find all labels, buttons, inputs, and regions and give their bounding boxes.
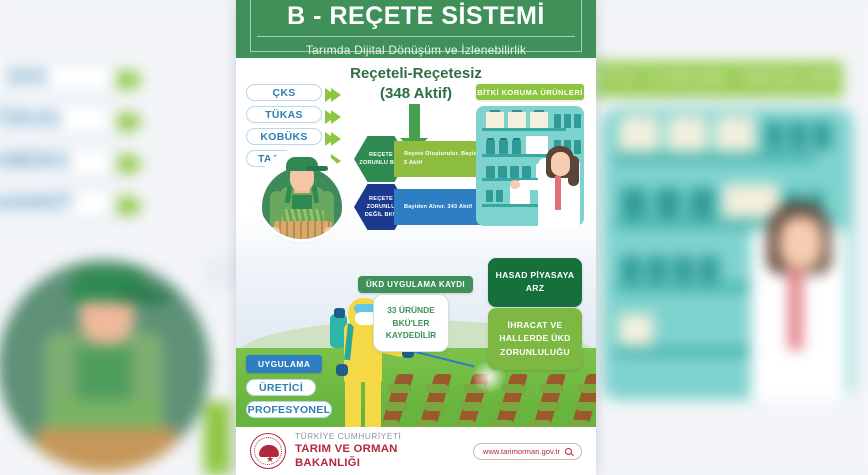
infographic-body: Reçeteli-Reçetesiz (348 Aktif) ÇKS TÜKAS… xyxy=(236,58,596,475)
application-group: UYGULAMA ÜRETİCİ PROFESYONEL xyxy=(246,354,332,423)
ministry-seal-icon: ★ xyxy=(250,433,286,469)
chevron-right-icon xyxy=(325,88,341,102)
chevron-right-icon xyxy=(325,110,341,124)
background-chevron-icon xyxy=(127,68,144,92)
background-right-blurred: BİTKİ KORUMA ÜRÜNLERİ xyxy=(593,0,868,475)
header-divider xyxy=(257,36,575,37)
chevron-right-icon xyxy=(325,132,341,146)
website-chip[interactable]: www.tarimorman.gov.tr xyxy=(472,442,582,460)
shop-banner: BİTKİ KORUMA ÜRÜNLERİ xyxy=(476,84,584,100)
registry-pill-label: TÜKAS xyxy=(265,108,303,121)
republic-label: TÜRKİYE CUMHURİYETİ xyxy=(295,430,402,441)
ukd-record-card: 33 ÜRÜNDE BKÜ'LER KAYDEDİLİR xyxy=(373,294,449,352)
main-title-line2: (348 Aktif) xyxy=(380,85,452,103)
registry-pill-kobuks[interactable]: KOBÜKS xyxy=(246,128,341,146)
background-shop-illustration xyxy=(603,108,853,400)
application-item-label: PROFESYONEL xyxy=(247,403,331,416)
background-pill: ÇKS xyxy=(0,62,116,93)
page-title: B - REÇETE SİSTEMİ xyxy=(287,2,545,30)
infographic-card: B - REÇETE SİSTEMİ Tarımda Dijital Dönüş… xyxy=(236,0,596,475)
ukd-record-banner: ÜKD UYGULAMA KAYDI xyxy=(358,276,474,293)
registry-pill-cks[interactable]: ÇKS xyxy=(246,84,341,102)
application-item-profesyonel[interactable]: PROFESYONEL xyxy=(246,401,332,418)
registry-pill-label: KOBÜKS xyxy=(260,130,308,143)
ministry-label: TARIM VE ORMAN BAKANLIĞI xyxy=(295,442,398,470)
ministry-names: TÜRKİYE CUMHURİYETİ TARIM VE ORMAN BAKAN… xyxy=(295,431,464,472)
background-pill: TÜKAS xyxy=(0,104,116,135)
down-arrow-icon xyxy=(400,104,428,152)
background-chevron-icon xyxy=(127,194,144,218)
search-icon xyxy=(565,447,572,455)
background-chevron-icon xyxy=(127,110,144,134)
shop-scene-illustration xyxy=(476,106,584,226)
background-farmer-illustration xyxy=(0,260,210,472)
main-title-line1: Reçeteli-Reçetesiz xyxy=(350,65,482,82)
plant-protection-products-shop: BİTKİ KORUMA ÜRÜNLERİ xyxy=(476,84,584,226)
background-left-blurred: ÇKS TÜKAS KOBÜKS TAAHHÜT xyxy=(0,0,245,475)
application-badge: UYGULAMA xyxy=(246,355,323,373)
application-item-label: ÜRETİCİ xyxy=(258,381,304,394)
page-subtitle: Tarımda Dijital Dönüşüm ve İzlenebilirli… xyxy=(305,43,527,57)
registry-pill-list: ÇKS TÜKAS KOBÜKS TAAHHÜT xyxy=(246,84,341,172)
background-pill: TAAHHÜT xyxy=(0,188,116,219)
outcome-card-harvest: HASAD PİYASAYA ARZ xyxy=(488,258,582,307)
outcome-card-export: İHRACAT VE HALLERDE ÜKD ZORUNLULUĞU xyxy=(488,308,582,370)
infographic-header: B - REÇETE SİSTEMİ Tarımda Dijital Dönüş… xyxy=(236,0,596,58)
farmer-illustration xyxy=(258,151,346,239)
registry-pill-label: ÇKS xyxy=(272,86,296,99)
background-chevron-icon xyxy=(127,152,144,176)
background-pill: KOBÜKS xyxy=(0,146,116,177)
header-frame xyxy=(250,0,582,52)
website-url: www.tarimorman.gov.tr xyxy=(482,446,560,456)
main-title: Reçeteli-Reçetesiz (348 Aktif) xyxy=(236,64,596,105)
background-banner: BİTKİ KORUMA ÜRÜNLERİ xyxy=(593,62,843,96)
application-item-uretici[interactable]: ÜRETİCİ xyxy=(246,379,316,396)
ministry-footer: ★ TÜRKİYE CUMHURİYETİ TARIM VE ORMAN BAK… xyxy=(236,427,596,475)
registry-pill-tukas[interactable]: TÜKAS xyxy=(246,106,341,124)
